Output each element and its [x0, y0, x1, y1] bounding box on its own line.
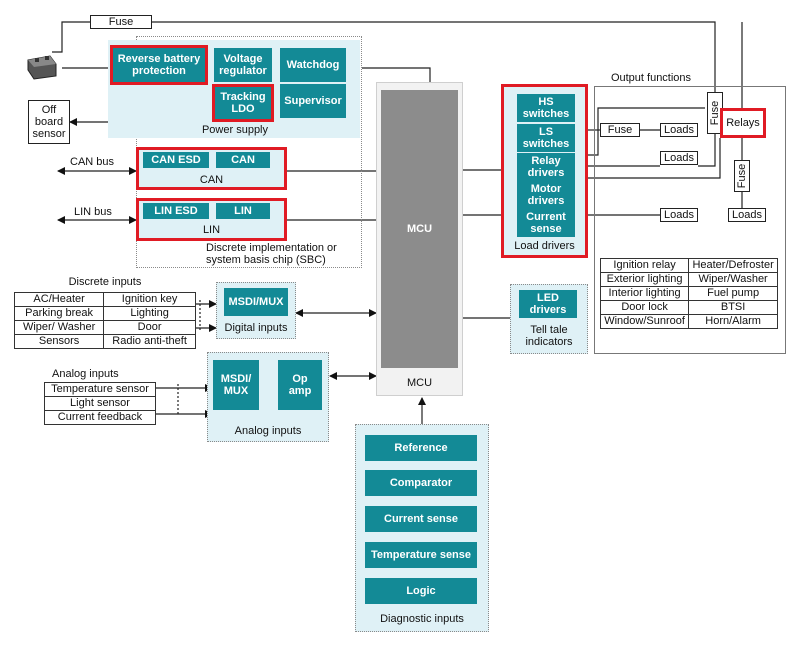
table-cell: Exterior lighting — [599, 272, 690, 287]
table-cell: Current feedback — [44, 410, 156, 425]
lin-esd: LIN ESD — [143, 203, 209, 219]
tell-tale-label: Tell tale indicators — [525, 324, 573, 348]
mcu-core: MCU — [381, 90, 458, 368]
table-cell: Ignition relay — [599, 258, 690, 273]
tracking-ldo: Tracking LDO — [212, 84, 274, 122]
current-sense-driver: Current sense — [517, 209, 575, 237]
table-cell: BTSI — [688, 300, 778, 315]
lin-label: LIN — [202, 224, 221, 236]
output-functions-region — [594, 86, 786, 354]
relays: Relays — [720, 108, 766, 138]
table-cell: Lighting — [103, 306, 196, 321]
table-cell: Temperature sensor — [44, 382, 156, 397]
led-drivers: LED drivers — [519, 290, 577, 318]
analog-inputs-table: Temperature sensor Light sensor Current … — [44, 382, 156, 425]
table-cell: Door lock — [599, 300, 690, 315]
msdi-mux-digital: MSDI/MUX — [224, 288, 288, 316]
top-fuse: Fuse — [90, 15, 152, 29]
table-cell: Horn/Alarm — [688, 314, 778, 329]
off-board-sensor: Off board sensor — [28, 100, 70, 144]
table-cell: Radio anti-theft — [103, 334, 196, 349]
msdi-mux-analog: MSDI/ MUX — [213, 360, 259, 410]
table-cell: Heater/Defroster — [688, 258, 778, 273]
battery-icon — [24, 50, 58, 80]
table-cell: Wiper/ Washer — [13, 320, 105, 335]
diag-current-sense: Current sense — [365, 506, 477, 532]
table-cell: Door — [103, 320, 196, 335]
output-fuse: Fuse — [600, 123, 640, 137]
hs-switches: HS switches — [517, 94, 575, 122]
relay-drivers: Relay drivers — [517, 153, 575, 181]
can-bus-label: CAN bus — [70, 156, 115, 168]
table-cell: Interior lighting — [599, 286, 690, 301]
reverse-battery-protection: Reverse battery protection — [110, 45, 208, 85]
table-row: Light sensor — [44, 396, 156, 411]
loads-1: Loads — [660, 123, 698, 137]
watchdog: Watchdog — [280, 48, 346, 82]
loads-2: Loads — [660, 151, 698, 165]
supervisor: Supervisor — [280, 84, 346, 118]
vertical-fuse-2: Fuse — [734, 160, 750, 192]
loads-4: Loads — [728, 208, 766, 222]
lin-bus-label: LIN bus — [74, 206, 112, 218]
diagnostic-inputs-label: Diagnostic inputs — [380, 613, 464, 625]
table-cell: Fuel pump — [688, 286, 778, 301]
can-label: CAN — [199, 174, 224, 186]
can-block: CAN — [216, 152, 270, 168]
diag-reference: Reference — [365, 435, 477, 461]
table-cell: Ignition key — [103, 292, 196, 307]
loads-3: Loads — [660, 208, 698, 222]
table-cell: Wiper/Washer — [688, 272, 778, 287]
power-supply-label: Power supply — [201, 124, 269, 136]
diag-comparator: Comparator — [365, 470, 477, 496]
can-esd: CAN ESD — [143, 152, 209, 168]
analog-inputs-label: Analog inputs — [234, 425, 302, 437]
op-amp: Op amp — [278, 360, 322, 410]
discrete-inputs-title: Discrete inputs — [68, 276, 142, 288]
table-row: Temperature sensor — [44, 382, 156, 397]
lin-block: LIN — [216, 203, 270, 219]
table-cell: Parking break — [13, 306, 105, 321]
table-row: Current feedback — [44, 410, 156, 425]
table-cell: Sensors — [13, 334, 105, 349]
analog-inputs-title: Analog inputs — [52, 368, 119, 380]
digital-inputs-label: Digital inputs — [224, 322, 288, 334]
mcu-label: MCU — [406, 377, 433, 389]
table-cell: Window/Sunroof — [599, 314, 690, 329]
table-cell: Light sensor — [44, 396, 156, 411]
voltage-regulator: Voltage regulator — [214, 48, 272, 82]
table-cell: AC/Heater — [13, 292, 105, 307]
vertical-fuse-2-text: Fuse — [736, 163, 748, 189]
load-drivers-label: Load drivers — [514, 240, 575, 252]
diag-logic: Logic — [365, 578, 477, 604]
output-functions-title: Output functions — [610, 72, 692, 84]
motor-drivers: Motor drivers — [517, 181, 575, 209]
diag-temperature-sense: Temperature sense — [365, 542, 477, 568]
ls-switches: LS switches — [517, 124, 575, 152]
sbc-note: Discrete implementation or system basis … — [206, 242, 337, 266]
